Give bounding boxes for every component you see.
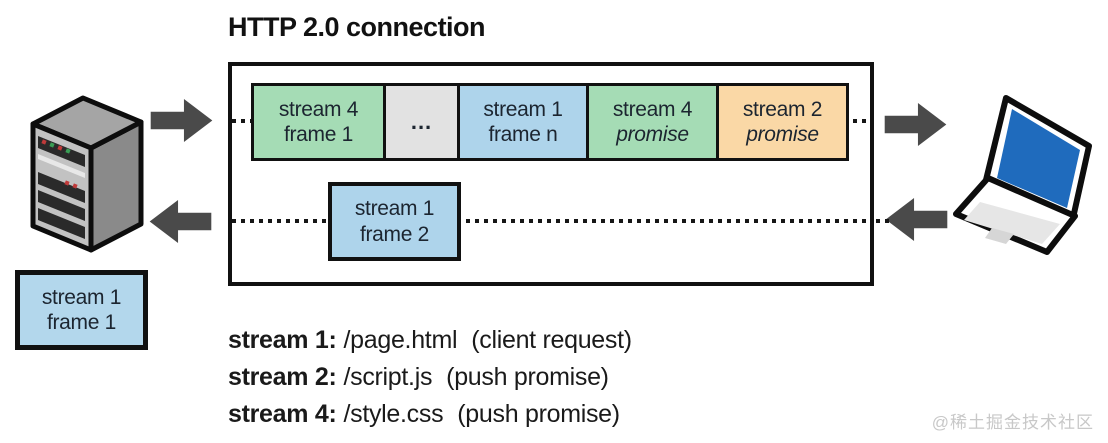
legend-line-stream1: stream 1: /page.html (client request)	[228, 322, 632, 359]
frame-label: frame 1	[46, 311, 117, 334]
frame-label: stream 1	[354, 197, 435, 221]
frame-stream1-frame1: stream 1 frame 1	[15, 270, 148, 350]
frame-ellipsis: ...	[383, 83, 460, 161]
legend-path: /script.js	[343, 363, 433, 391]
legend-line-stream4: stream 4: /style.css (push promise)	[228, 396, 632, 433]
arrow-connection-to-client	[884, 102, 948, 147]
frame-stream2-promise: stream 2 promise	[716, 83, 849, 161]
upstream-dotted-line	[232, 219, 870, 223]
arrow-client-to-connection	[884, 197, 948, 242]
laptop-icon	[948, 94, 1100, 258]
frame-label: stream 1	[483, 97, 563, 121]
legend-path: /page.html	[343, 326, 458, 354]
frame-label: frame 1	[283, 123, 354, 146]
stream-legend: stream 1: /page.html (client request) st…	[228, 322, 632, 433]
frame-label: stream 4	[612, 97, 693, 121]
frame-label: promise	[746, 123, 819, 146]
legend-note: (push promise)	[446, 363, 609, 391]
frames-row: stream 4 frame 1 ... stream 1 frame n st…	[251, 83, 849, 161]
frame-stream4-frame1: stream 4 frame 1	[251, 83, 386, 161]
arrow-server-to-connection	[150, 98, 214, 143]
upstream-dotted-line-ext	[876, 219, 889, 223]
legend-label: stream 1:	[228, 326, 337, 354]
frame-stream1-framen: stream 1 frame n	[457, 83, 589, 161]
frame-label: stream 4	[278, 97, 359, 121]
ellipsis-label: ...	[410, 108, 433, 134]
frame-label: stream 1	[41, 285, 122, 309]
legend-path: /style.css	[343, 400, 444, 428]
legend-line-stream2: stream 2: /script.js (push promise)	[228, 359, 632, 396]
legend-label: stream 2:	[228, 363, 337, 391]
frame-stream1-frame2: stream 1 frame 2	[328, 182, 461, 261]
legend-note: (push promise)	[457, 400, 620, 428]
arrow-connection-to-server	[148, 199, 212, 244]
frame-label: frame n	[488, 123, 558, 146]
legend-label: stream 4:	[228, 400, 337, 428]
server-icon	[25, 80, 150, 262]
frame-label: promise	[616, 123, 689, 146]
watermark: @稀土掘金技术社区	[931, 413, 1094, 432]
diagram-title: HTTP 2.0 connection	[228, 12, 486, 42]
frame-label: frame 2	[359, 222, 430, 246]
legend-note: (client request)	[471, 326, 632, 354]
frame-stream4-promise: stream 4 promise	[586, 83, 719, 161]
frame-label: stream 2	[742, 97, 823, 121]
